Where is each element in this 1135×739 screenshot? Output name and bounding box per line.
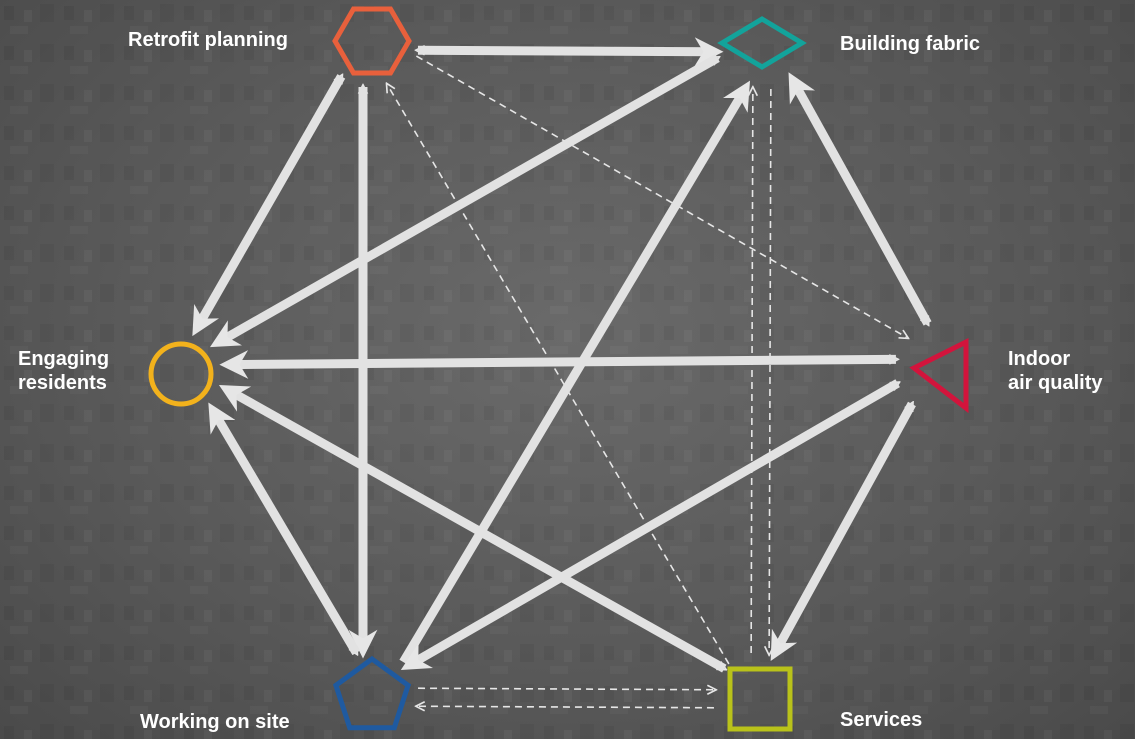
edge-air-to-fabric: [788, 72, 932, 326]
edge-air-to-services: [770, 401, 916, 661]
edge-fabric-to-services: [769, 89, 771, 653]
node-services-square: [727, 666, 793, 732]
edges: [192, 37, 932, 708]
edge-site-to-services: [418, 688, 714, 690]
label-engaging-residents: Engaging residents: [18, 347, 109, 395]
label-retrofit-planning: Retrofit planning: [128, 28, 288, 52]
edge-air-to-site: [400, 379, 900, 670]
edge-services-to-residents: [218, 384, 727, 673]
edge-air-to-residents: [219, 350, 896, 379]
label-line: residents: [18, 372, 107, 394]
node-residents-circle: [148, 341, 214, 407]
edge-services-to-retrofit: [388, 85, 730, 665]
label-line: Building fabric: [840, 33, 980, 55]
label-working-on-site: Working on site: [140, 710, 290, 734]
node-site-pentagon: [332, 655, 412, 731]
node-retrofit-hexagon: [332, 6, 412, 76]
label-line: Services: [840, 709, 923, 731]
edge-services-to-fabric: [751, 89, 753, 653]
label-indoor-air-quality: Indoor air quality: [1008, 347, 1102, 395]
node-fabric-diamond: [717, 16, 807, 70]
edge-fabric-to-residents: [209, 54, 720, 348]
label-building-fabric: Building fabric: [840, 32, 980, 56]
edge-retrofit-to-residents: [192, 74, 346, 337]
label-line: Retrofit planning: [128, 29, 288, 51]
edge-services-to-site: [418, 706, 714, 708]
edge-site-to-fabric: [399, 80, 751, 665]
label-line: air quality: [1008, 372, 1103, 394]
edge-retrofit-to-air: [415, 55, 906, 337]
label-line: Indoor: [1008, 348, 1071, 370]
edge-retrofit-to-fabric: [417, 37, 724, 67]
label-line: Working on site: [140, 711, 290, 733]
label-services: Services: [840, 708, 922, 732]
node-shapes: [148, 6, 969, 732]
edge-site-to-residents: [208, 402, 361, 656]
node-air-triangle: [909, 337, 969, 414]
label-line: Engaging: [18, 348, 110, 370]
